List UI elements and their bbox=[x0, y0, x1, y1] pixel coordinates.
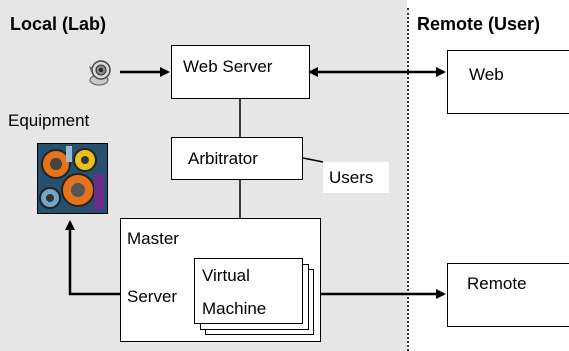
local-region-title: Local (Lab) bbox=[10, 14, 107, 34]
vm-label-line1: Virtual bbox=[202, 266, 250, 285]
remote-client-box: Remote bbox=[447, 263, 569, 327]
web-client-box: Web bbox=[447, 50, 569, 114]
arbitrator-users-line bbox=[302, 157, 324, 163]
webcam-icon bbox=[84, 58, 118, 88]
server-label: Server bbox=[127, 287, 178, 306]
web-server-label: Web Server bbox=[183, 57, 273, 76]
vm-label-line2: Machine bbox=[202, 299, 267, 318]
equipment-label: Equipment bbox=[8, 111, 90, 130]
web-client-label: Web bbox=[469, 65, 504, 84]
gears-machinery-icon bbox=[37, 143, 108, 214]
arbitrator-box: Arbitrator bbox=[171, 137, 303, 180]
users-box: Users bbox=[323, 162, 389, 193]
web-server-box: Web Server bbox=[171, 45, 310, 99]
master-label: Master bbox=[127, 229, 179, 248]
remote-region-title: Remote (User) bbox=[417, 14, 541, 34]
remote-client-label: Remote bbox=[467, 274, 527, 293]
virtual-machine-box: Virtual Machine bbox=[194, 258, 303, 324]
arbitrator-label: Arbitrator bbox=[188, 149, 258, 168]
users-label: Users bbox=[329, 168, 374, 187]
region-divider bbox=[407, 8, 409, 351]
